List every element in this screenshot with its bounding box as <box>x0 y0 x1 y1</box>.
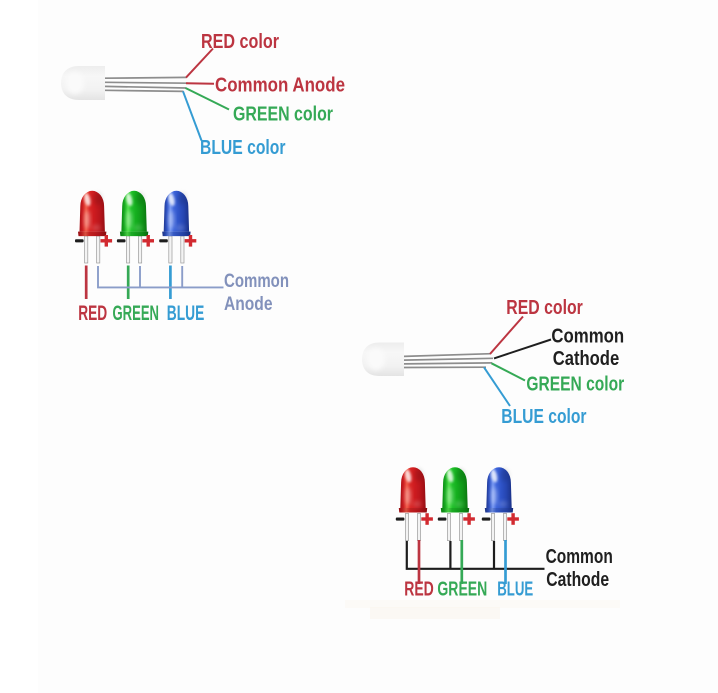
svg-text:RED: RED <box>78 302 107 325</box>
svg-text:GREEN color: GREEN color <box>233 103 333 125</box>
svg-text:Common: Common <box>551 326 624 348</box>
svg-text:Cathode: Cathode <box>546 569 609 591</box>
svg-text:Common: Common <box>224 270 289 292</box>
svg-text:Anode: Anode <box>224 293 273 315</box>
svg-text:Common Anode: Common Anode <box>215 75 345 97</box>
svg-text:BLUE color: BLUE color <box>501 406 586 428</box>
svg-text:GREEN: GREEN <box>113 302 160 325</box>
svg-text:GREEN: GREEN <box>437 577 487 600</box>
svg-text:BLUE: BLUE <box>497 577 533 600</box>
svg-text:Common: Common <box>546 546 613 568</box>
svg-text:RED color: RED color <box>201 31 279 53</box>
svg-text:BLUE color: BLUE color <box>200 137 286 159</box>
svg-text:RED color: RED color <box>506 297 583 319</box>
svg-text:RED: RED <box>404 577 434 600</box>
svg-text:BLUE: BLUE <box>167 302 205 325</box>
svg-text:GREEN color: GREEN color <box>526 373 624 395</box>
svg-text:Cathode: Cathode <box>553 348 620 370</box>
